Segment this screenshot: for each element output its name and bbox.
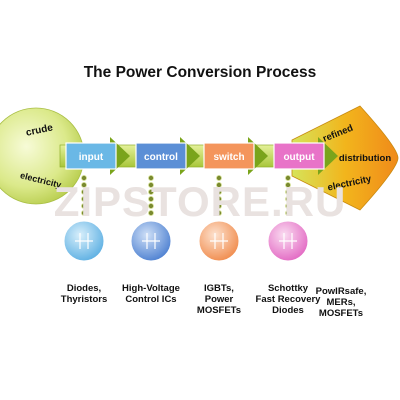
dropline-dot (215, 181, 222, 188)
dropline-dot (81, 209, 88, 216)
destination-middle-label: distribution (339, 153, 391, 164)
component-label-switch: IGBTs, Power MOSFETs (196, 283, 242, 316)
dropline-dot (147, 202, 154, 209)
dropline-dot (284, 209, 291, 216)
extra-component-label: PowIRsafe, MERs, MOSFETs (315, 286, 367, 319)
stage-label-switch: switch (213, 152, 244, 163)
dropline-dot (81, 174, 88, 181)
dropline-dot (284, 202, 291, 209)
dropline-dot (81, 195, 88, 202)
dropline-dot (284, 195, 291, 202)
dropline-dot (215, 195, 222, 202)
component-label-output: Schottky Fast Recovery Diodes (255, 283, 321, 316)
dropline-dot (147, 188, 154, 195)
dropline-dot (147, 181, 154, 188)
dropline-dot (215, 202, 222, 209)
stage-label-input: input (79, 152, 104, 163)
dropline-dot (215, 174, 222, 181)
dropline-dot (284, 174, 291, 181)
stage-box-control (135, 142, 187, 170)
dropline-dot (81, 181, 88, 188)
schematic-icon (142, 233, 160, 249)
schematic-icon (279, 233, 297, 249)
dropline-dot (147, 174, 154, 181)
schematic-icon (75, 233, 93, 249)
dropline-dot (215, 209, 222, 216)
watermark: ZIPSTORE.RU (53, 178, 347, 225)
dropline-dot (81, 202, 88, 209)
stage-box-output (273, 142, 325, 170)
dropline-dot (81, 188, 88, 195)
dropline-dot (284, 181, 291, 188)
dropline-dot (284, 188, 291, 195)
dropline-dot (147, 195, 154, 202)
destination-shape (291, 105, 399, 211)
stage-box-input (65, 142, 117, 170)
diagram-title: The Power Conversion Process (83, 64, 317, 81)
dropline-dot (215, 188, 222, 195)
stage-label-output: output (283, 152, 315, 163)
schematic-icon (210, 233, 228, 249)
dropline-dot (147, 209, 154, 216)
stage-box-switch (203, 142, 255, 170)
component-label-input: Diodes, Thyristors (60, 283, 108, 305)
component-label-control: High-Voltage Control ICs (122, 283, 180, 305)
stage-label-control: control (144, 152, 178, 163)
